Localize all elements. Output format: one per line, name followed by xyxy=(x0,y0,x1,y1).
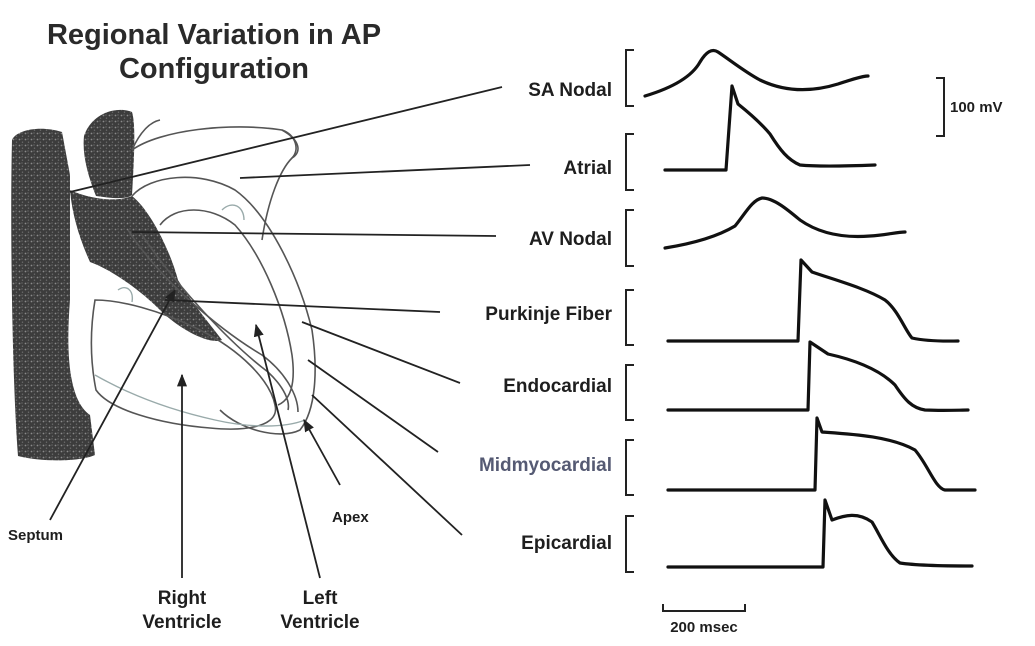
bracket-av-nodal xyxy=(626,210,634,266)
label-septum: Septum xyxy=(8,527,63,544)
leader-purkinje xyxy=(165,300,440,312)
arrow-left-ventricle xyxy=(256,325,320,578)
arrow-apex xyxy=(304,420,340,485)
title-line-2: Configuration xyxy=(14,52,414,86)
leader-av-nodal xyxy=(132,232,496,236)
label-right-ventricle-1: Right xyxy=(158,588,207,609)
trace-av-nodal xyxy=(665,198,905,248)
aorta-outline xyxy=(132,120,298,158)
bracket-epicardial xyxy=(626,516,634,572)
label-left-ventricle-2: Ventricle xyxy=(280,612,359,633)
label-atrial: Atrial xyxy=(563,158,612,179)
label-right-ventricle-2: Ventricle xyxy=(142,612,221,633)
title-line-1: Regional Variation in AP xyxy=(14,18,414,52)
leader-endocardial xyxy=(302,322,460,383)
label-sa-nodal: SA Nodal xyxy=(528,80,612,101)
trace-midmyocardial xyxy=(668,418,975,490)
time-scale-label: 200 msec xyxy=(670,619,738,636)
heart-illustration xyxy=(11,110,315,461)
trace-epicardial xyxy=(668,500,972,567)
label-epicardial: Epicardial xyxy=(521,533,612,554)
bracket-purkinje xyxy=(626,290,634,345)
bracket-atrial xyxy=(626,134,634,190)
label-apex: Apex xyxy=(332,509,369,526)
leader-atrial xyxy=(240,165,530,178)
leader-midmyocardial xyxy=(308,360,438,452)
trace-labels: SA Nodal Atrial AV Nodal Purkinje Fiber … xyxy=(479,80,613,554)
scale-bars: 100 mV 200 msec xyxy=(663,78,1003,636)
vena-cava xyxy=(11,129,95,461)
label-midmyocardial: Midmyocardial xyxy=(479,455,612,476)
time-scale-bar xyxy=(663,604,745,611)
brackets xyxy=(626,50,634,572)
trace-atrial xyxy=(665,86,875,170)
bracket-endocardial xyxy=(626,365,634,420)
label-av-nodal: AV Nodal xyxy=(529,229,612,250)
trace-sa-nodal xyxy=(645,50,868,96)
anatomy-labels: Septum Apex Right Ventricle Left Ventric… xyxy=(8,509,369,633)
voltage-scale-bar xyxy=(936,78,944,136)
diagram-title: Regional Variation in AP Configuration xyxy=(14,18,414,86)
bracket-sa-nodal xyxy=(626,50,634,106)
voltage-scale-label: 100 mV xyxy=(950,99,1003,116)
label-endocardial: Endocardial xyxy=(503,376,612,397)
trace-endocardial xyxy=(668,342,968,410)
trace-purkinje xyxy=(668,260,958,341)
label-left-ventricle-1: Left xyxy=(303,588,339,609)
label-purkinje-fiber: Purkinje Fiber xyxy=(485,304,612,325)
bracket-midmyocardial xyxy=(626,440,634,495)
aorta-dark xyxy=(84,110,135,198)
ap-traces xyxy=(645,50,975,567)
